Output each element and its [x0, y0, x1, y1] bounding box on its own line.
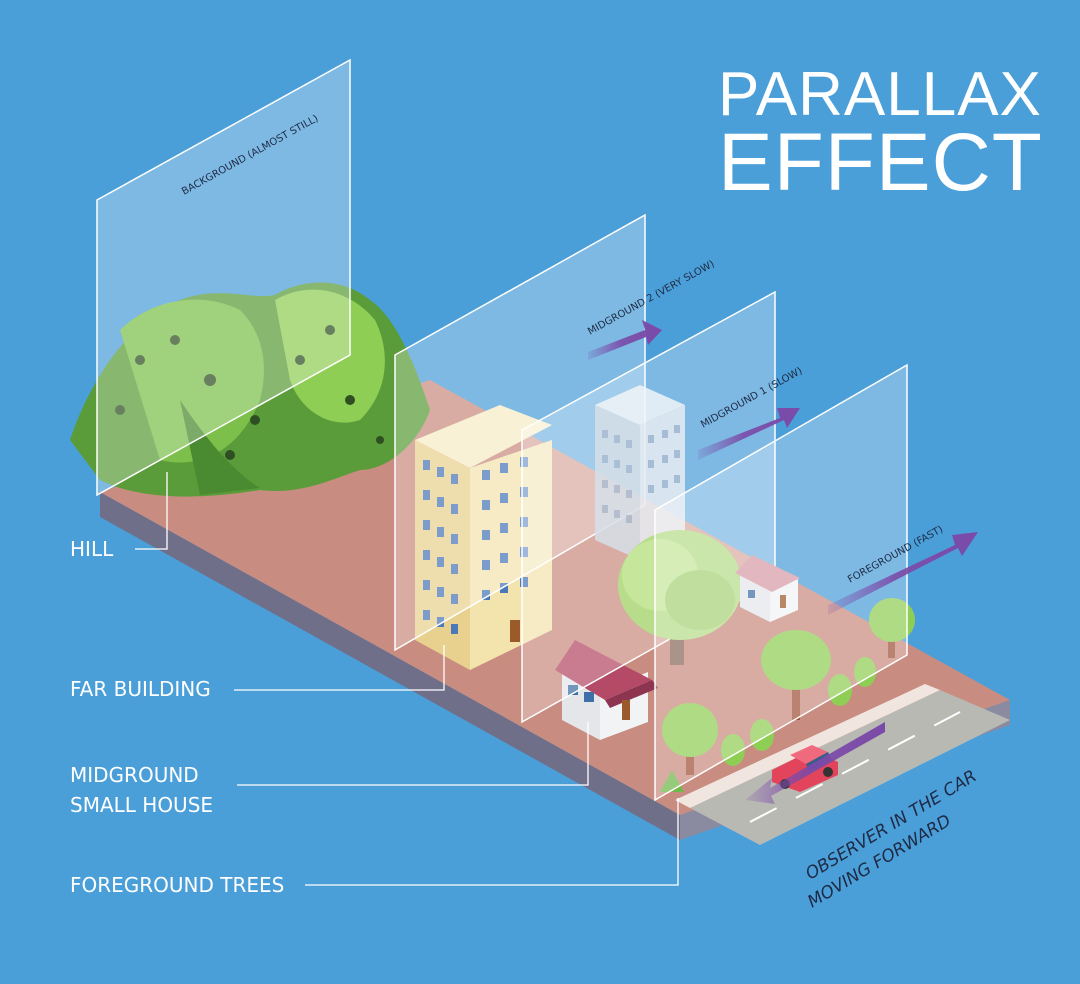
large-tree: [618, 530, 742, 665]
callout-midground-line2: SMALL HOUSE: [70, 793, 214, 817]
arrow-midground1: [698, 408, 800, 460]
background-plane: [96, 58, 351, 497]
midground-small-house: [555, 640, 658, 740]
distant-building: [595, 385, 685, 560]
road-marking: [749, 711, 961, 823]
arrow-midground2: [588, 320, 662, 360]
foreground-plane: [654, 363, 908, 802]
ground-top: [100, 380, 1010, 815]
far-building-leader-line: [234, 645, 445, 691]
distant-house: [735, 555, 800, 622]
callout-far-building: FAR BUILDING: [70, 677, 211, 701]
title-line1: PARALLAX: [718, 60, 1042, 129]
arrow-car-direction: [745, 722, 885, 804]
arrow-foreground: [828, 532, 978, 615]
foreground-trees-leader-line: [305, 798, 679, 886]
road: [690, 690, 1010, 845]
callout-foreground-trees: FOREGROUND TREES: [70, 873, 285, 897]
sidewalk: [675, 684, 940, 808]
foreground-trees: [660, 598, 915, 792]
hill-leader-line: [135, 472, 168, 550]
callout-midground-line1: MIDGROUND: [70, 763, 199, 787]
title-line2: EFFECT: [718, 117, 1043, 208]
far-building: [415, 405, 552, 670]
callout-hill: HILL: [70, 537, 114, 561]
ground-slab-front: [100, 492, 680, 840]
small-house-leader-line: [237, 722, 589, 786]
